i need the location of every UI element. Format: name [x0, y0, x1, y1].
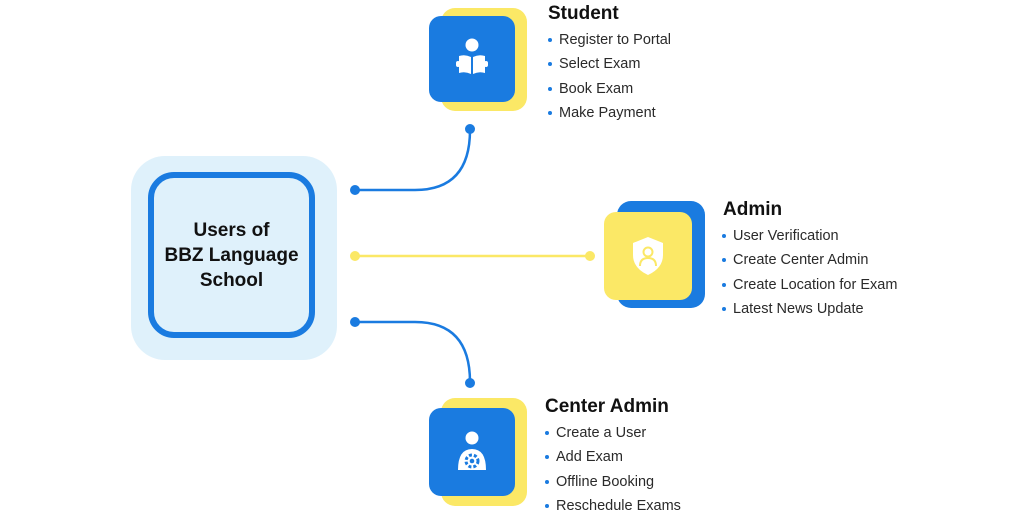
user-gear-icon — [458, 431, 486, 470]
list-item: Add Exam — [545, 445, 681, 469]
admin-title: Admin — [723, 199, 783, 220]
center-admin-list: Create a User Add Exam Offline Booking R… — [545, 421, 681, 518]
center-admin-title: Center Admin — [545, 396, 669, 417]
student-reading-book-icon — [456, 38, 488, 74]
hub-title: Users of BBZ Language School — [157, 218, 307, 293]
list-item: Create Center Admin — [722, 248, 897, 272]
hub-title-line-2: BBZ Language — [164, 244, 299, 266]
connector-student — [355, 129, 472, 192]
connector-student-start-dot — [350, 185, 360, 195]
list-item: Create a User — [545, 421, 681, 445]
student-list: Register to Portal Select Exam Book Exam… — [548, 28, 671, 125]
list-item: Create Location for Exam — [722, 273, 897, 297]
connector-student-end-dot — [465, 124, 475, 134]
list-item: User Verification — [722, 224, 897, 248]
hub-title-line-3: School — [199, 269, 264, 291]
connector-admin-end-dot — [585, 251, 595, 261]
list-item: Make Payment — [548, 101, 671, 125]
hub-title-line-1: Users of — [193, 219, 270, 241]
list-item: Reschedule Exams — [545, 494, 681, 518]
user-shield-icon — [633, 237, 663, 275]
connector-center-admin-start-dot — [350, 317, 360, 327]
admin-list: User Verification Create Center Admin Cr… — [722, 224, 897, 321]
admin-card — [604, 212, 692, 300]
list-item: Select Exam — [548, 52, 671, 76]
center-admin-card — [429, 408, 515, 496]
connector-admin-start-dot — [350, 251, 360, 261]
list-item: Book Exam — [548, 77, 671, 101]
list-item: Offline Booking — [545, 470, 681, 494]
connector-center-admin-end-dot — [465, 378, 475, 388]
hub-node: Users of BBZ Language School — [148, 172, 315, 338]
student-title: Student — [548, 3, 619, 24]
list-item: Latest News Update — [722, 297, 897, 321]
list-item: Register to Portal — [548, 28, 671, 52]
student-card — [429, 16, 515, 102]
connector-center-admin — [355, 320, 472, 383]
